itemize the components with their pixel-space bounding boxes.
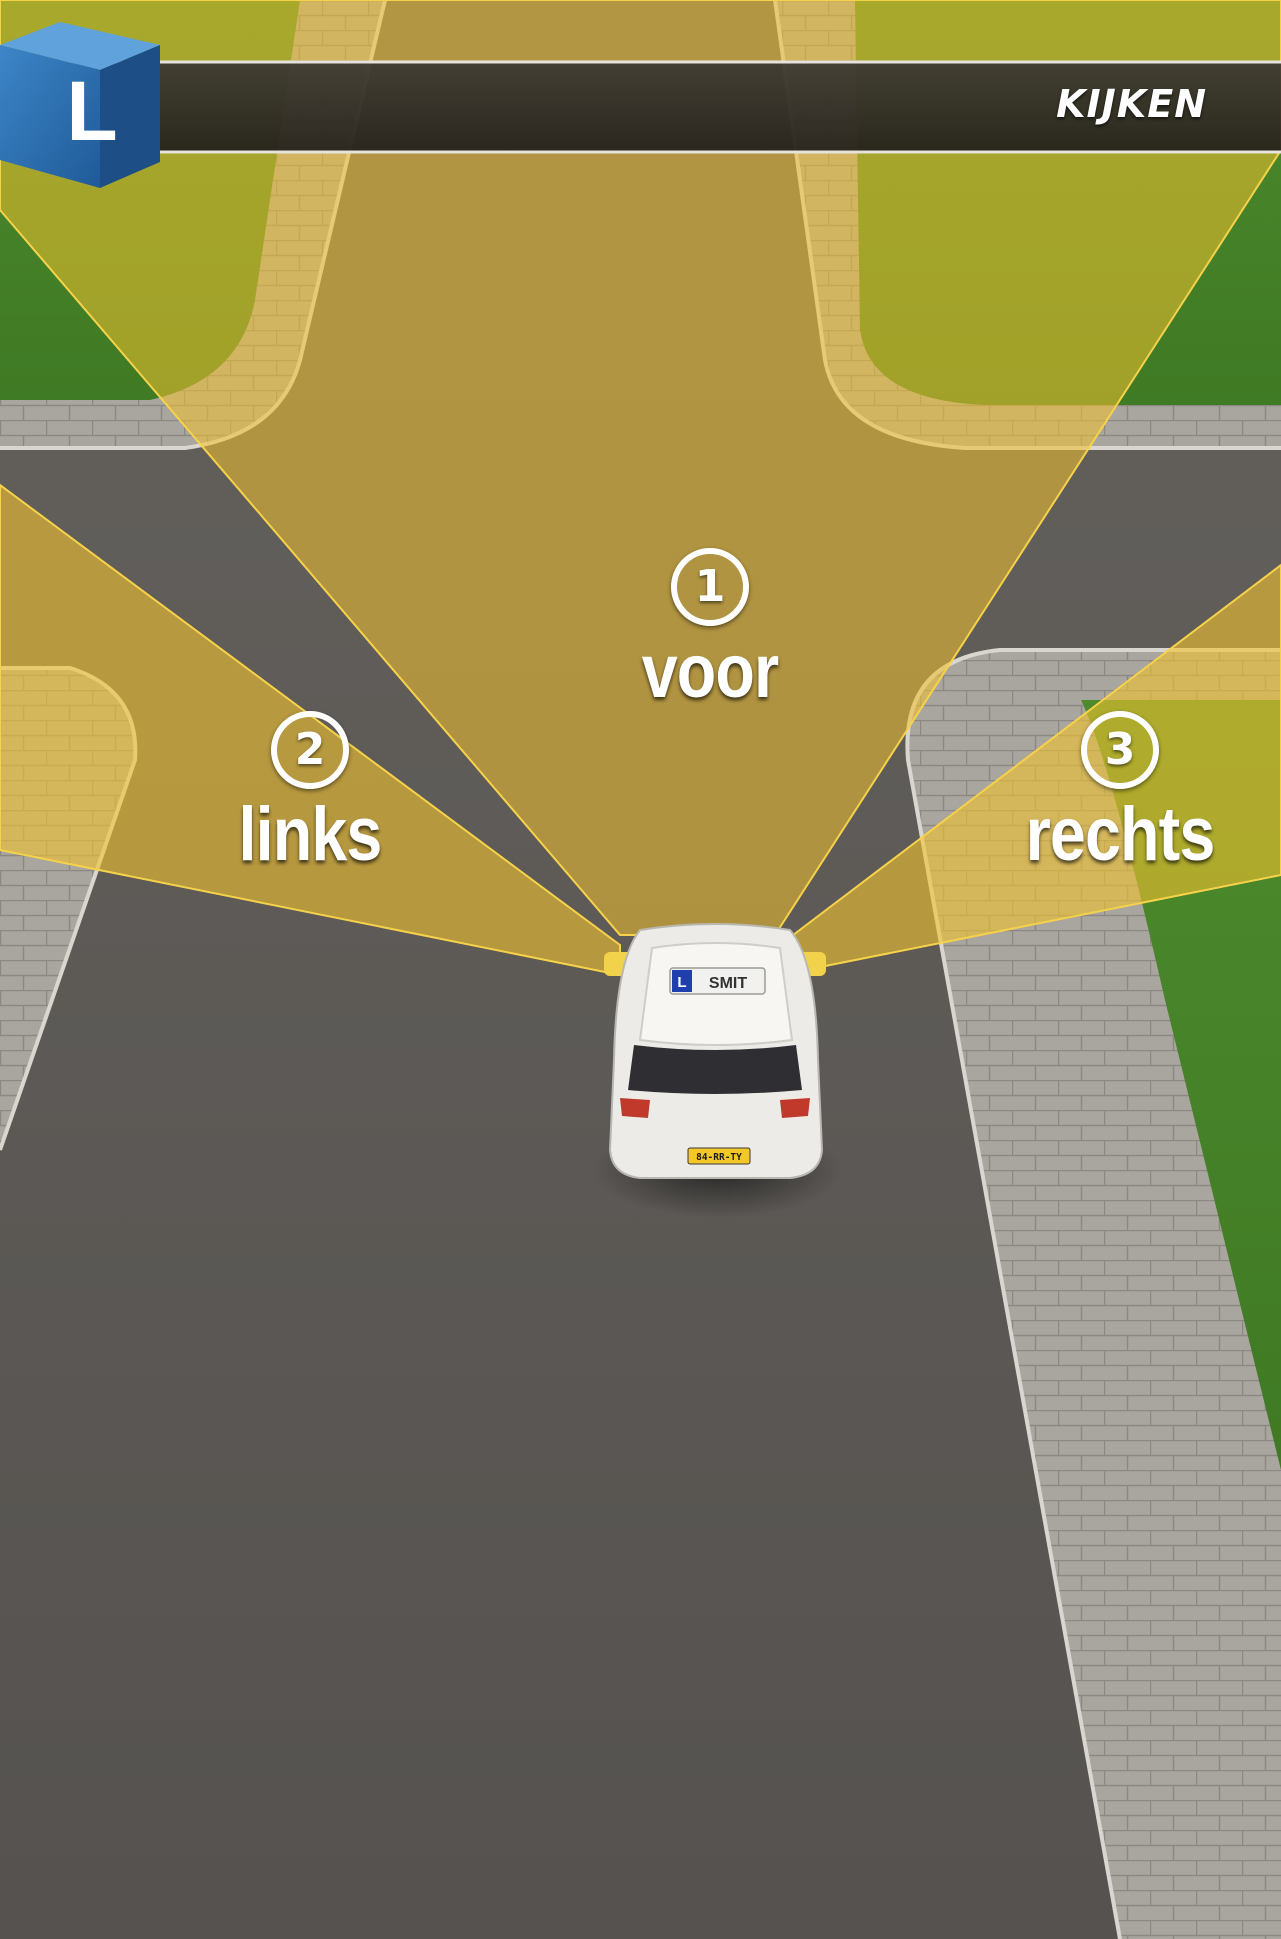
license-plate-text: 84-RR-TY xyxy=(696,1152,742,1163)
logo-letter: L xyxy=(66,64,117,158)
direction-left-number: 2 xyxy=(271,711,349,789)
rear-window xyxy=(628,1045,802,1094)
tail-light-right xyxy=(780,1098,810,1118)
direction-right: 3 rechts xyxy=(1005,711,1235,875)
l-logo-cube-icon: L xyxy=(0,22,160,188)
direction-right-number: 3 xyxy=(1081,711,1159,789)
direction-right-label: rechts xyxy=(1022,795,1218,875)
learner-car: L SMIT 84-RR-TY xyxy=(593,924,843,1218)
direction-left: 2 links xyxy=(200,711,420,875)
tail-light-left xyxy=(620,1098,650,1118)
direction-front-number: 1 xyxy=(671,548,749,626)
direction-left-label: links xyxy=(217,795,404,875)
direction-front: 1 voor xyxy=(600,548,820,712)
roof-sign-letter: L xyxy=(677,974,686,991)
header-title: KIJKEN xyxy=(1056,82,1207,126)
roof-sign-text: SMIT xyxy=(709,975,747,992)
direction-front-label: voor xyxy=(617,632,804,712)
